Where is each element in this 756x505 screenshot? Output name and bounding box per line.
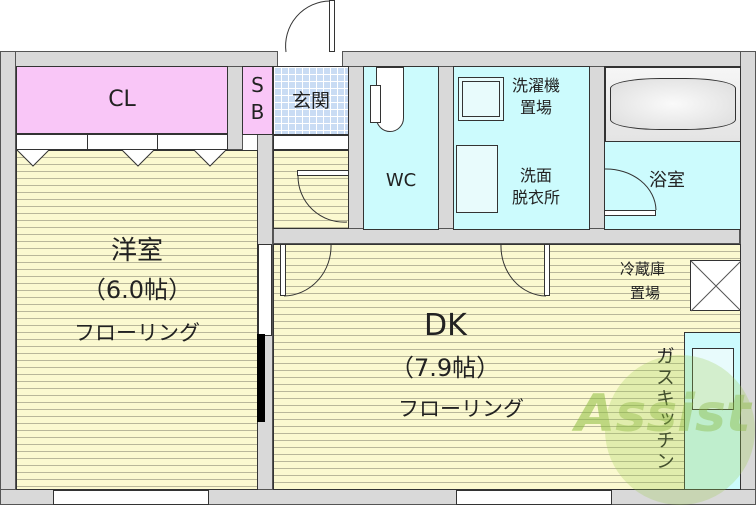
toilet-door[interactable] [297, 170, 349, 176]
entrance-room: 玄関 [273, 66, 349, 135]
dk-size: （7.9帖） [390, 354, 501, 382]
fridge-space-icon [690, 260, 742, 312]
washroom-door-swing [500, 243, 547, 297]
shoe-box-label-s: S [251, 73, 264, 97]
western-room-size: （6.0帖） [81, 276, 193, 304]
dk-flooring: フローリング [398, 397, 524, 421]
closet-door-marks [16, 149, 228, 167]
sliding-door-western[interactable] [258, 244, 272, 336]
wash-basin-icon [456, 145, 498, 213]
bathroom-label: 浴室 [649, 170, 685, 191]
interior-wall-bath-left [589, 66, 605, 230]
toilet-door-swing [297, 175, 348, 223]
entrance-step [273, 135, 349, 150]
washroom-label-1: 洗面 [520, 166, 553, 185]
western-room: 洋室 （6.0帖） フローリング [16, 150, 258, 490]
toilet-bowl [370, 85, 381, 123]
toilet-room: WC [363, 66, 439, 230]
closet-door-track[interactable] [16, 134, 228, 150]
western-room-door-swing [283, 243, 332, 297]
interior-wall-wet-bottom [273, 228, 740, 244]
shoe-box: S B [242, 66, 273, 135]
western-room-name: 洋室 [110, 236, 163, 266]
gas-kitchen-counter [684, 332, 741, 490]
bathroom-door-swing [604, 168, 657, 211]
western-room-flooring: フローリング [74, 321, 200, 345]
bathtub-icon [605, 67, 741, 142]
fridge-label-2: 置場 [630, 284, 661, 302]
gas-kitchen-label: ガスキッチン [652, 346, 675, 472]
interior-wall-wc-right [438, 66, 454, 230]
hallway-floor [273, 150, 349, 229]
closet-label: CL [108, 87, 136, 112]
entrance-label: 玄関 [291, 90, 330, 112]
laundry-label-1: 洗濯機 [512, 76, 561, 95]
washing-machine-icon [458, 77, 504, 121]
sliding-door-western-dark [257, 334, 265, 422]
outer-wall-left [0, 51, 16, 505]
washroom-door[interactable] [544, 244, 550, 296]
outer-wall-top-left [0, 51, 278, 67]
front-door-swing [285, 0, 331, 53]
dk-name: DK [424, 308, 467, 343]
western-room-door[interactable] [280, 244, 286, 296]
toilet-label: WC [385, 170, 417, 191]
window-western-room [53, 490, 209, 505]
closet-room: CL [16, 66, 228, 134]
bathroom-door[interactable] [604, 210, 656, 216]
assist-watermark: Assist [575, 345, 756, 505]
watermark-text: Assist [575, 384, 751, 444]
interior-wall-cl-sb [227, 66, 243, 150]
dining-kitchen: DK （7.9帖） フローリング 冷蔵庫 置場 [273, 244, 741, 490]
fridge-label-1: 冷蔵庫 [620, 260, 666, 278]
front-door[interactable] [329, 0, 335, 52]
shoe-box-label-b: B [250, 100, 265, 124]
laundry-label-2: 置場 [520, 98, 553, 117]
washroom-label-2: 脱衣所 [512, 188, 561, 207]
bathroom: 浴室 [604, 66, 741, 230]
washroom: 洗濯機 置場 洗面 脱衣所 [453, 66, 590, 230]
sink-icon [692, 348, 734, 410]
outer-wall-top-right [342, 51, 756, 67]
